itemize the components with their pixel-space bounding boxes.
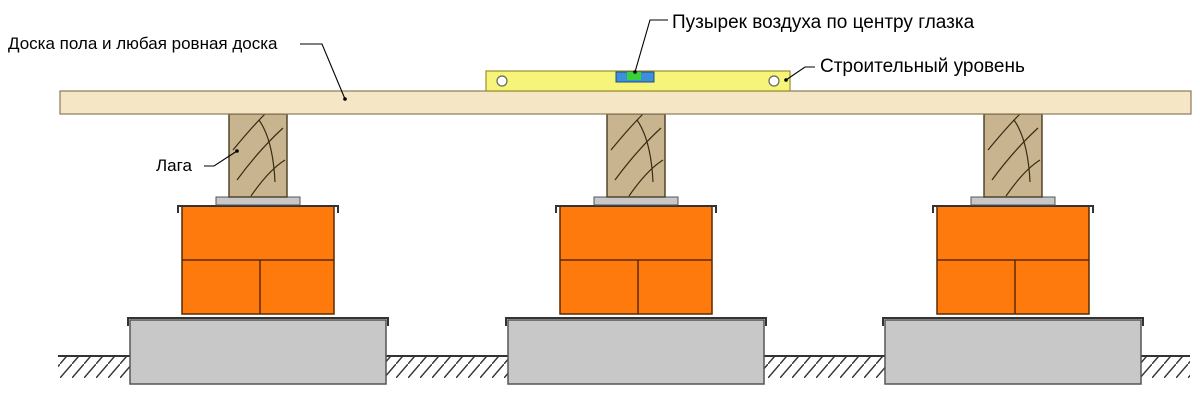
wood-grain xyxy=(236,127,284,181)
joist-pad xyxy=(215,196,301,206)
leader-dots xyxy=(235,70,788,153)
wood-grain xyxy=(987,113,1021,151)
concrete-slab xyxy=(129,319,387,385)
leader-dot xyxy=(343,97,347,101)
joist-pad xyxy=(970,196,1056,206)
leader-bubble xyxy=(634,19,668,73)
floor-board xyxy=(59,90,1192,115)
leader-lines xyxy=(204,19,815,167)
floor-board-label: Доска пола и любая ровная доска xyxy=(8,34,278,53)
slab-cap xyxy=(505,317,767,326)
slab-cap xyxy=(127,317,389,326)
bubble-label: Пузырек воздуха по центру глазка xyxy=(672,12,975,33)
construction-level xyxy=(485,70,791,92)
joist xyxy=(606,113,666,198)
leader-floor-board xyxy=(300,43,346,100)
support-2 xyxy=(505,113,767,385)
joist xyxy=(983,113,1043,198)
wood-grain xyxy=(1005,159,1041,197)
joist-label: Лага xyxy=(156,156,192,175)
leader-joist xyxy=(204,150,238,167)
wood-grain xyxy=(1013,119,1031,183)
waterproofing-cap xyxy=(555,205,717,213)
support-3 xyxy=(882,113,1144,385)
level-bubble xyxy=(627,72,641,80)
wood-grain xyxy=(991,127,1039,181)
waterproofing-cap xyxy=(177,205,339,213)
wood-grain xyxy=(628,159,664,197)
waterproofing-cap xyxy=(932,205,1094,213)
level-label: Строительный уровень xyxy=(820,56,1025,77)
wood-grain xyxy=(610,113,644,151)
wood-grain xyxy=(636,119,654,183)
wood-grain xyxy=(250,159,286,197)
supports xyxy=(127,113,1144,385)
leader-dot xyxy=(633,70,637,74)
support-1 xyxy=(127,113,389,385)
leader-dot xyxy=(784,78,788,82)
wood-grain xyxy=(232,113,266,151)
concrete-slab xyxy=(507,319,765,385)
joist xyxy=(228,113,288,198)
joist-pad xyxy=(593,196,679,206)
level-hole-left xyxy=(496,75,508,87)
concrete-slab xyxy=(884,319,1142,385)
wood-grain xyxy=(614,127,662,181)
leader-level xyxy=(785,66,815,81)
wood-grain xyxy=(258,119,276,183)
level-hole-right xyxy=(768,75,780,87)
slab-cap xyxy=(882,317,1144,326)
leader-dot xyxy=(235,149,239,153)
